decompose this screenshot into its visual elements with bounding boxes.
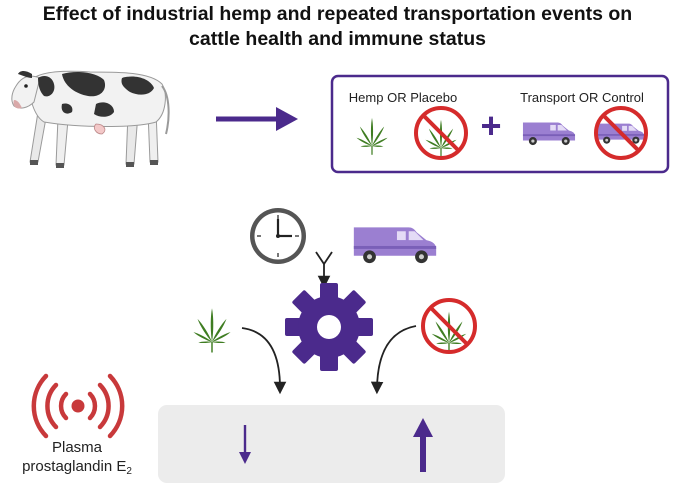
hemp-or-placebo-label: Hemp OR Placebo	[349, 90, 457, 105]
transport-truck-icon	[353, 227, 437, 264]
no-cannabis-icon	[421, 298, 477, 354]
gear-icon	[285, 283, 373, 371]
hemp-effect-arrow	[241, 327, 287, 395]
decrease-arrow	[239, 425, 251, 464]
treatment-box: Hemp OR Placebo Transport OR Control +	[330, 74, 670, 174]
outcome-label-line-2: prostaglandin E2	[22, 458, 132, 477]
cannabis-leaf-icon	[192, 307, 232, 354]
no-transport-icon	[594, 106, 648, 160]
outcome-label-line-1: Plasma	[52, 439, 103, 456]
no-cannabis-icon	[414, 106, 468, 160]
increase-arrow	[413, 418, 433, 472]
signal-icon	[31, 373, 125, 439]
diagram-title: Effect of industrial hemp and repeated t…	[0, 2, 675, 52]
placebo-effect-arrow	[370, 325, 417, 395]
cow-icon	[11, 70, 170, 168]
title-line-2: cattle health and immune status	[189, 28, 486, 50]
treatment-arrow	[216, 107, 298, 131]
merge-connector	[315, 251, 333, 289]
transport-or-control-label: Transport OR Control	[520, 90, 644, 105]
outcome-label-subscript: 2	[126, 466, 132, 477]
title-line-1: Effect of industrial hemp and repeated t…	[42, 3, 633, 25]
outcome-panel	[158, 405, 505, 483]
clock-icon	[250, 208, 306, 264]
plus-symbol: +	[480, 105, 501, 146]
